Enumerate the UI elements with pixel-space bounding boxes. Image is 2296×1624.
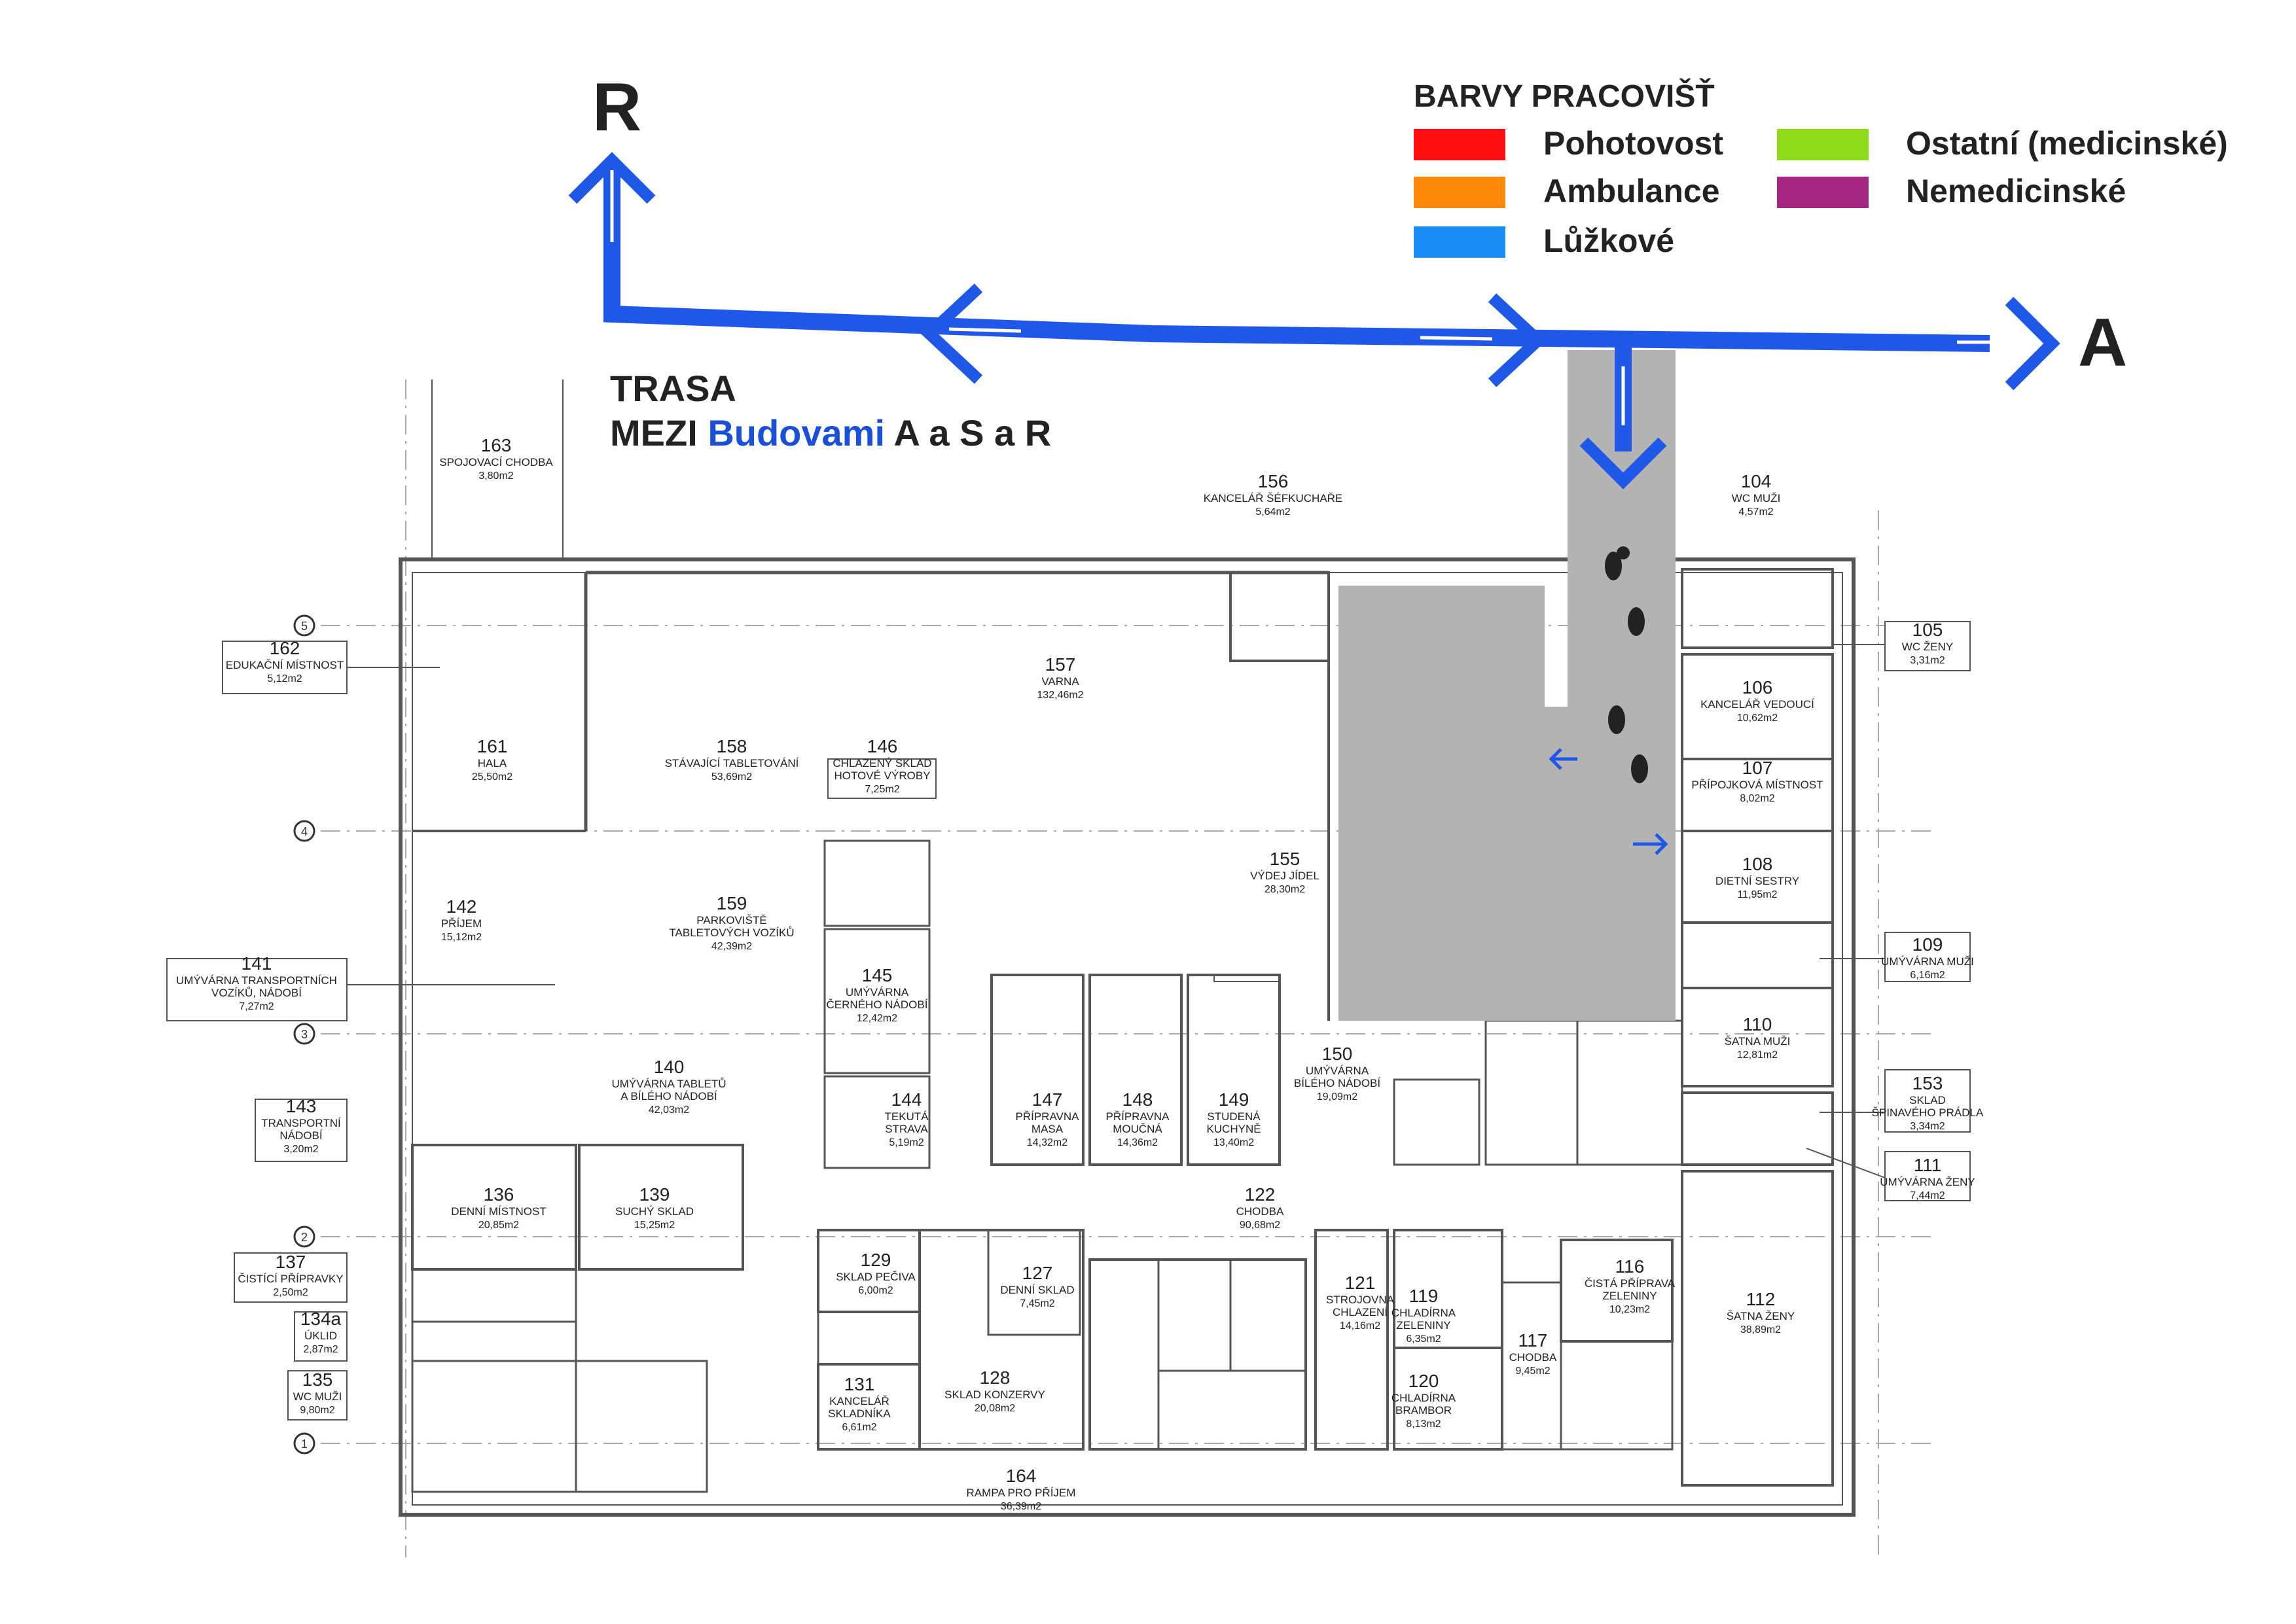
legend-swatch-pohotovost — [1414, 129, 1505, 160]
route-title: TRASA MEZI Budovami A a S a R — [610, 366, 1051, 455]
route-label-r: R — [592, 69, 642, 145]
legend-swatch-ambulance — [1414, 177, 1505, 208]
route-label-a: A — [2078, 305, 2128, 381]
legend-swatch-luzkove — [1414, 226, 1505, 258]
axis-5: 5 — [301, 620, 308, 633]
building-walls — [399, 380, 1856, 1517]
route-title-line2: MEZI Budovami A a S a R — [610, 411, 1051, 455]
grid-axis-labels: 5 4 3 2 1 — [301, 620, 308, 1451]
legend-label-luzkove: Lůžkové — [1543, 222, 1675, 259]
route-title-line1: TRASA — [610, 368, 736, 409]
legend-label-ambulance: Ambulance — [1543, 173, 1720, 209]
grid-lines — [321, 380, 1931, 1557]
legend-swatch-ostatni — [1777, 129, 1869, 160]
legend-title: BARVY PRACOVIŠŤ — [1414, 79, 1715, 114]
axis-4: 4 — [301, 825, 308, 838]
footsteps-icon — [1605, 546, 1648, 783]
route-title-buildings: Budovami — [708, 412, 886, 453]
route-corridor — [1338, 350, 1676, 1021]
legend-label-ostatni: Ostatní (medicinské) — [1906, 125, 2228, 162]
route-inner-lines — [610, 170, 2016, 425]
legend-label-nemedicinske: Nemedicinské — [1906, 173, 2126, 209]
route-arrowheads — [568, 152, 2060, 489]
legend-label-pohotovost: Pohotovost — [1543, 125, 1723, 162]
grid-axis-markers — [293, 614, 315, 1455]
route-title-prefix: MEZI — [610, 412, 708, 453]
axis-3: 3 — [301, 1028, 308, 1041]
callout-leaders — [347, 644, 1886, 1178]
route-title-suffix: A a S a R — [885, 412, 1052, 453]
axis-1: 1 — [301, 1438, 308, 1451]
callout-boxes — [166, 621, 1971, 1421]
axis-2: 2 — [301, 1231, 308, 1244]
legend-swatch-nemedicinske — [1777, 177, 1869, 208]
small-blue-arrows — [1549, 748, 1668, 855]
